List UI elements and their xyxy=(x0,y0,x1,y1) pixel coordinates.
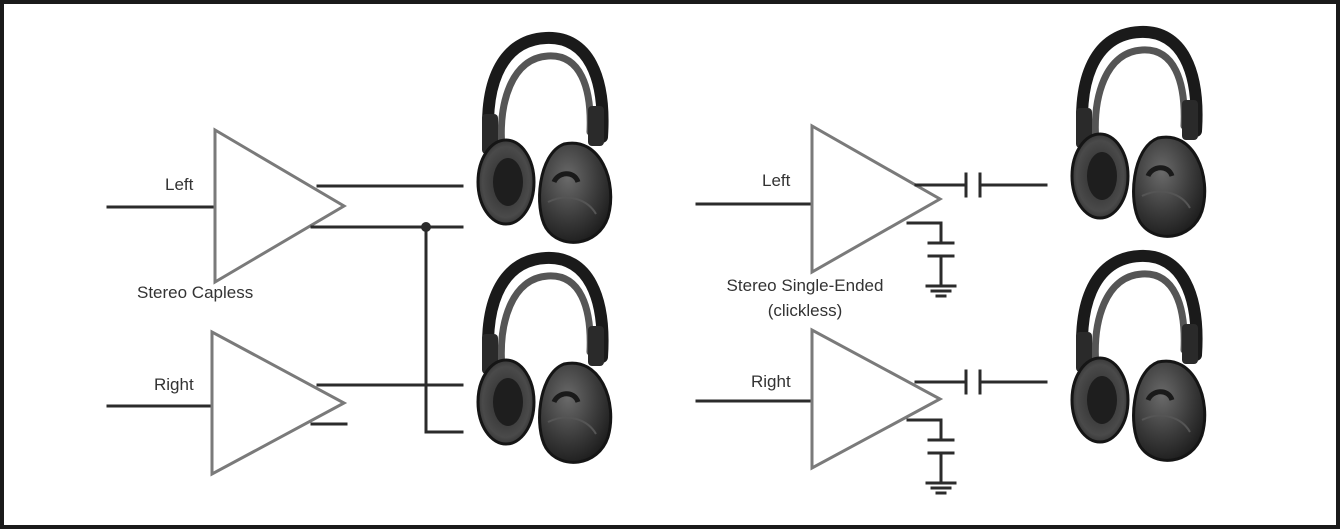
right-input-label: Right xyxy=(154,375,194,394)
amplifier-triangle-icon xyxy=(810,123,944,275)
stereo-capless-circuit: Left Right Stereo Capless xyxy=(106,38,611,477)
stereo-capless-label: Stereo Capless xyxy=(137,283,253,302)
stereo-single-ended-circuit: Left Right Stereo Single-Ended (clickles… xyxy=(695,32,1205,495)
junction-dot xyxy=(421,222,431,232)
left-input-label: Left xyxy=(165,175,194,194)
stereo-single-ended-label: Stereo Single-Ended xyxy=(727,276,884,295)
clickless-label: (clickless) xyxy=(768,301,843,320)
amplifier-triangle-icon xyxy=(213,127,347,285)
amplifier-triangle-icon xyxy=(810,327,944,471)
amplifier-triangle-icon xyxy=(210,329,348,477)
left-input-label: Left xyxy=(762,171,791,190)
right-input-label: Right xyxy=(751,372,791,391)
